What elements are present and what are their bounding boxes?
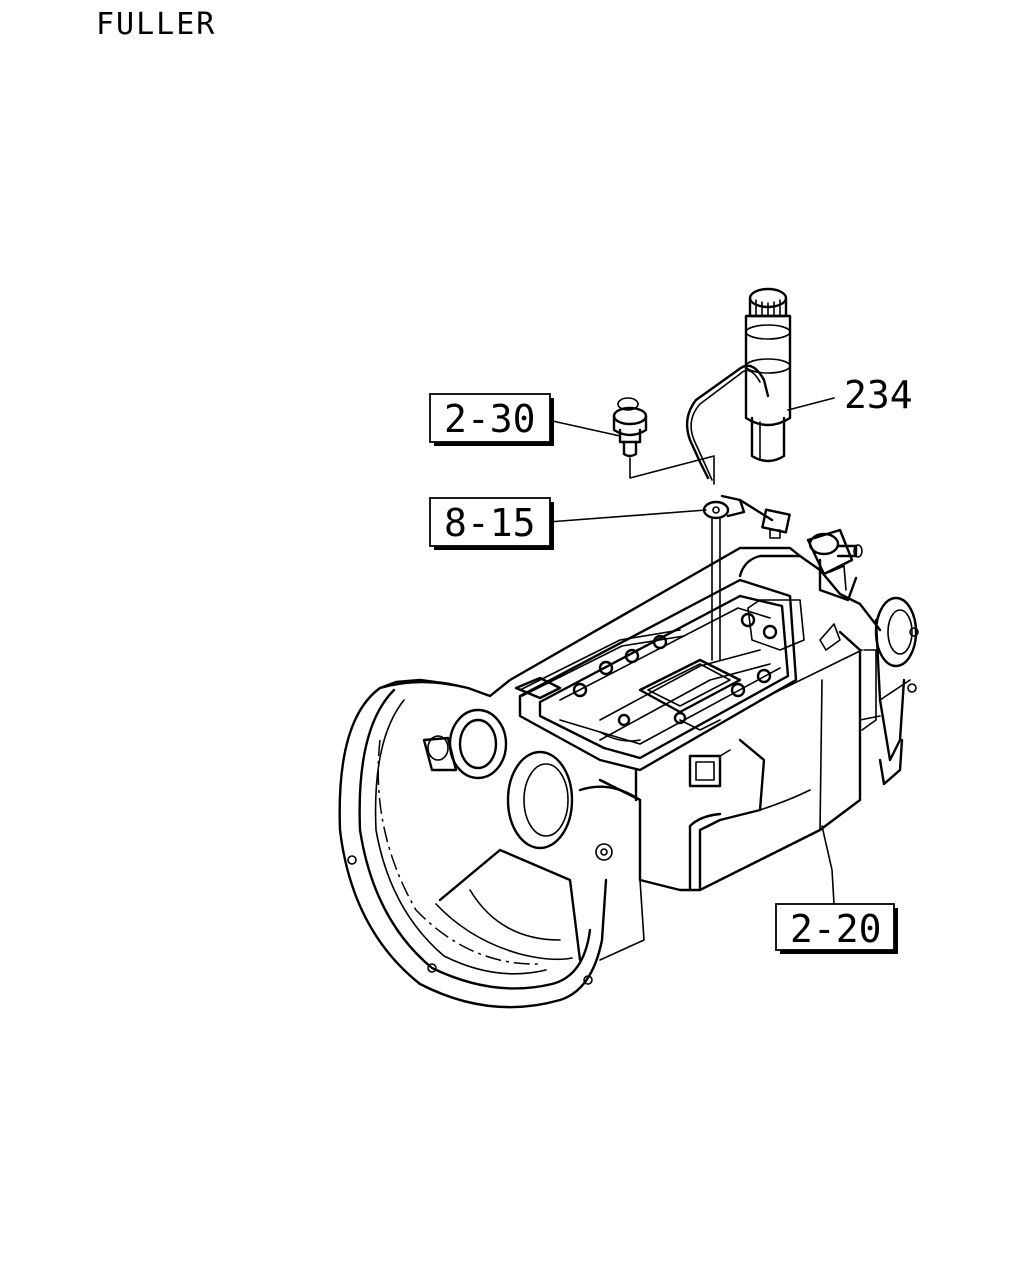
callout-2-30-label: 2-30 (444, 397, 536, 441)
callout-leaders (547, 397, 835, 905)
callout-8-15-label: 8-15 (444, 501, 536, 545)
part-number-234[interactable]: 234 (844, 373, 913, 417)
callout-8-15[interactable]: 8-15 (429, 497, 554, 550)
callout-2-20-label: 2-20 (790, 907, 882, 951)
bolt[interactable] (612, 397, 648, 458)
callout-2-30[interactable]: 2-30 (429, 393, 554, 446)
diagram-title: FULLER (96, 7, 216, 42)
transmission-assembly[interactable] (338, 528, 919, 1009)
assembly-guide-lines (629, 455, 721, 661)
speed-sensor[interactable] (685, 287, 792, 481)
callout-2-20[interactable]: 2-20 (775, 903, 898, 954)
clip-bracket[interactable] (702, 494, 791, 539)
